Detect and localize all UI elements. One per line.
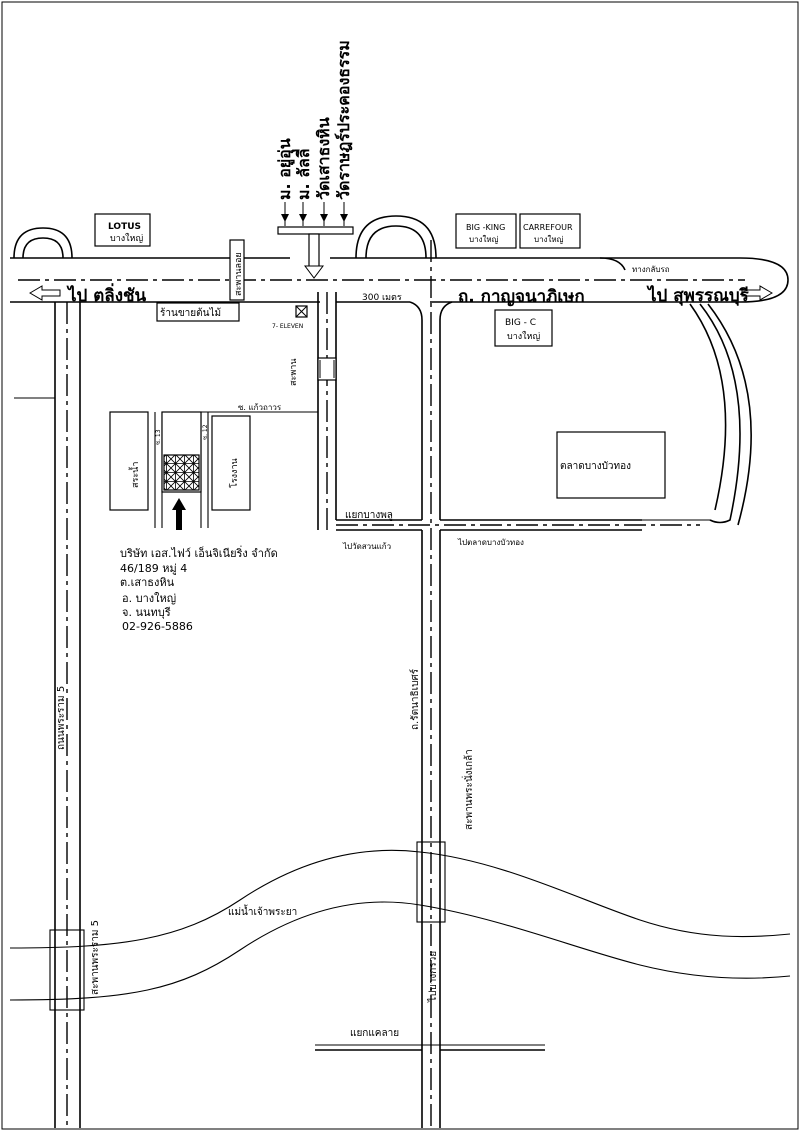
company-arrow-icon — [172, 498, 186, 530]
u-turn-loop-center — [355, 215, 437, 259]
big-c-box — [494, 309, 553, 347]
rama5-bridge-label: สะพานพระราม 5 — [90, 920, 101, 995]
nonthaburi-bridge-icon — [416, 841, 446, 923]
soi-12-label: ซ. 12 — [202, 424, 209, 440]
chao-phraya-river — [9, 849, 791, 1001]
soi-13-label: ซ. 13 — [155, 429, 162, 445]
village-label-2: ม. ลัลลี่ — [292, 148, 313, 200]
village-arrows — [277, 202, 354, 279]
to-bang-kruai-label: ไปบางกรวย — [427, 951, 439, 1003]
company-phone: 02-926-5886 — [122, 620, 193, 633]
lotus-label: LOTUS — [108, 222, 141, 232]
pond-box — [109, 411, 149, 511]
village-label-1: ม. อยู่อุ่น — [275, 138, 296, 200]
right-arrow-icon — [741, 285, 773, 301]
big-king-sub-label: บางใหญ่ — [469, 235, 499, 244]
canal-bridge-label: สะพาน — [289, 359, 299, 386]
company-address3: อ. บางใหญ่ — [122, 592, 176, 605]
soi-kaewtaran-label: ซ. แก้วถาวร — [238, 403, 282, 412]
lotus-box — [94, 213, 151, 247]
khae-rai-junction — [315, 1044, 545, 1051]
rattanathibet-road — [409, 240, 453, 1128]
local-soi-road — [317, 292, 337, 530]
rama5-road-label: ถนนพระราม 5 — [56, 686, 67, 750]
village-label-3: วัดเสาธงหิน — [314, 117, 333, 200]
big-king-label: BIG -KING — [466, 223, 505, 232]
to-market-label: ไปตลาดบางบัวทอง — [457, 538, 524, 547]
nonthaburi-bridge-label: สะพานพระนั่งเกล้า — [461, 749, 475, 830]
to-talingchan-label: ไป ตลิ่งชัน — [66, 283, 147, 306]
company-address2: ต.เสาธงหิน — [120, 576, 175, 589]
company-building-icon — [163, 454, 200, 491]
company-name: บริษัท เอส.ไฟว์ เอ็นจิเนียริ่ง จำกัด — [120, 545, 278, 560]
tree-shop-box — [156, 302, 240, 322]
big-c-label: BIG - C — [505, 318, 536, 328]
company-address1: 46/189 หมู่ 4 — [120, 562, 187, 575]
bang-phlu-junction — [336, 519, 710, 531]
factory-box — [211, 415, 251, 511]
carrefour-box — [519, 213, 581, 249]
market-label: ตลาดบางบัวทอง — [560, 461, 631, 472]
carrefour-label: CARREFOUR — [523, 223, 573, 232]
rama5-road — [54, 302, 81, 1128]
carrefour-sub-label: บางใหญ่ — [534, 235, 564, 244]
u-turn-label: ทางกลับรถ — [632, 265, 670, 274]
village-label-4: วัดราษฎร์ประคองธรรม — [334, 40, 353, 200]
seven-eleven-label: 7- ELEVEN — [272, 323, 303, 330]
tree-shop-label: ร้านขายต้นไม้ — [160, 307, 221, 319]
to-suphanburi-label: ไป สุพรรณบุรี — [646, 285, 750, 306]
company-address4: จ. นนทบุรี — [122, 606, 171, 619]
company-info: บริษัท เอส.ไฟว์ เอ็นจิเนียริ่ง จำกัด 46/… — [120, 545, 278, 633]
factory-label: โรงงาน — [229, 458, 240, 488]
kanchanaphisek-label: ถ. กาญจนาภิเษก — [458, 287, 585, 307]
distance-label: 300 เมตร — [362, 293, 402, 303]
khae-rai-label: แยกแคลาย — [350, 1028, 399, 1039]
top-bridge-box — [229, 239, 245, 301]
big-c-sub-label: บางใหญ่ — [507, 331, 540, 342]
market-box — [556, 431, 666, 499]
to-wat-suan-kaew-label: ไปวัดสวนแก้ว — [342, 542, 391, 551]
pond-label: สระน้ำ — [128, 462, 141, 488]
big-king-box — [455, 213, 517, 249]
canal-bridge-icon — [317, 357, 337, 381]
u-turn-loop-left — [13, 227, 73, 259]
river-label: แม่น้ำเจ้าพระยา — [228, 904, 297, 918]
top-bridge-label: สะพานลอย — [234, 252, 244, 296]
rattanathibet-label: ถ.รัตนาธิเบศร์ — [409, 668, 421, 730]
rama5-bridge-icon — [49, 929, 85, 1011]
ramp-curve-outer — [699, 303, 741, 524]
bang-phlu-label: แยกบางพลู — [345, 510, 393, 521]
lotus-sub-label: บางใหญ่ — [110, 233, 143, 244]
u-turn-ramp — [599, 257, 626, 271]
left-arrow-icon — [29, 285, 61, 301]
